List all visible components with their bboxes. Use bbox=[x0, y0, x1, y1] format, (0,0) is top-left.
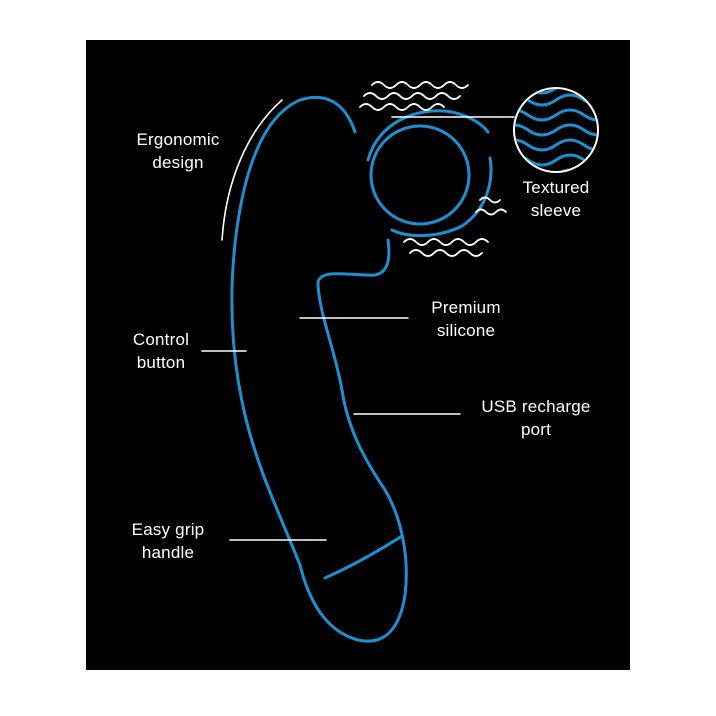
grip-band bbox=[323, 534, 404, 580]
device-outline bbox=[230, 95, 408, 643]
ergonomic-design-line-2: design bbox=[152, 153, 204, 172]
vibration-waves-bottom bbox=[403, 196, 507, 257]
usb-recharge-port-line-2: port bbox=[520, 420, 552, 439]
usb-recharge-port-label: USB recharge port bbox=[462, 395, 610, 441]
head-arc-top bbox=[366, 109, 490, 162]
head-arc-bottom bbox=[390, 156, 493, 238]
control-button-label: Control button bbox=[108, 328, 214, 374]
textured-sleeve-label: Textured sleeve bbox=[500, 176, 612, 222]
textured-sleeve-line-2: sleeve bbox=[530, 201, 582, 220]
usb-recharge-port-line-1: USB recharge bbox=[481, 397, 591, 416]
textured-sleeve-detail bbox=[513, 87, 599, 173]
vibration-waves-top bbox=[359, 81, 469, 111]
premium-silicone-label: Premium silicone bbox=[410, 296, 522, 342]
ergonomic-design-label: Ergonomic design bbox=[118, 128, 238, 174]
easy-grip-handle-label: Easy grip handle bbox=[110, 518, 226, 564]
head-ring bbox=[369, 124, 471, 226]
ergonomic-design-line-1: Ergonomic bbox=[136, 130, 220, 149]
easy-grip-handle-line-1: Easy grip bbox=[131, 520, 205, 539]
premium-silicone-line-2: silicone bbox=[436, 321, 496, 340]
control-button-line-2: button bbox=[136, 353, 186, 372]
control-button-line-1: Control bbox=[132, 330, 190, 349]
premium-silicone-line-1: Premium bbox=[431, 298, 501, 317]
ergonomic-arc bbox=[221, 99, 283, 241]
easy-grip-handle-line-2: handle bbox=[141, 543, 195, 562]
textured-sleeve-line-1: Textured bbox=[522, 178, 590, 197]
